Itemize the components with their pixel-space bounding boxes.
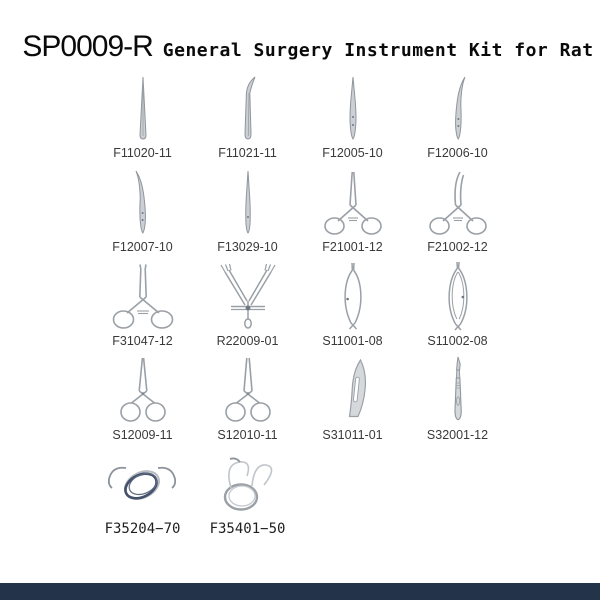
dissecting-forceps-straight-icon	[305, 71, 401, 143]
spring-scissors-curved-icon	[410, 259, 506, 331]
item-code-label: F31047-12	[112, 334, 173, 348]
scalpel-blade-icon	[305, 353, 401, 425]
catalog-item: F35204−70	[90, 444, 195, 538]
fine-forceps-curved-icon	[200, 71, 296, 143]
item-code-label: R22009-01	[216, 334, 279, 348]
page-header: SP0009-R General Surgery Instrument Kit …	[0, 30, 600, 64]
catalog-item: F12005-10	[300, 68, 405, 162]
hemostat-curved-icon	[410, 165, 506, 237]
item-code-label: F35401−50	[209, 521, 286, 537]
item-code-label: F12007-10	[112, 240, 173, 254]
catalog-item: F21001-12	[300, 162, 405, 256]
catalog-item: R22009-01	[195, 256, 300, 350]
needle-holder-icon	[95, 259, 191, 331]
dissecting-forceps-curved-icon	[410, 71, 506, 143]
catalog-item: S12009-11	[90, 350, 195, 444]
retractor-icon	[200, 259, 296, 331]
item-code-label: F11020-11	[113, 146, 172, 160]
catalog-item: F11021-11	[195, 68, 300, 162]
catalog-item: F31047-12	[90, 256, 195, 350]
forceps-straight-slim-icon	[200, 165, 296, 237]
item-code-label: F35204−70	[104, 521, 181, 537]
operating-scissors-straight-icon	[95, 353, 191, 425]
operating-scissors-sharp-icon	[200, 353, 296, 425]
item-code-label: S12009-11	[112, 428, 173, 442]
spring-scissors-straight-icon	[305, 259, 401, 331]
item-code-label: F21002-12	[427, 240, 488, 254]
fine-forceps-straight-icon	[95, 71, 191, 143]
catalog-item: F11020-11	[90, 68, 195, 162]
item-code-label: F12005-10	[322, 146, 383, 160]
kit-code: SP0009-R	[22, 30, 153, 63]
catalog-item: F21002-12	[405, 162, 510, 256]
scalpel-handle-icon	[410, 353, 506, 425]
suture-single-needle-icon	[200, 447, 296, 519]
catalog-item: F13029-10	[195, 162, 300, 256]
hemostat-straight-icon	[305, 165, 401, 237]
item-code-label: S32001-12	[426, 428, 489, 442]
item-code-label: F13029-10	[217, 240, 278, 254]
catalog-item: F35401−50	[195, 444, 300, 538]
suture-double-needle-icon	[95, 447, 191, 519]
forceps-curved-tip-icon	[95, 165, 191, 237]
page-title: SP0009-R General Surgery Instrument Kit …	[22, 30, 593, 64]
catalog-item: F12006-10	[405, 68, 510, 162]
item-code-label: S31011-01	[322, 428, 383, 442]
catalog-item: S12010-11	[195, 350, 300, 444]
catalog-item: S31011-01	[300, 350, 405, 444]
catalog-item: S11001-08	[300, 256, 405, 350]
catalog-item: F12007-10	[90, 162, 195, 256]
catalog-item: S32001-12	[405, 350, 510, 444]
kit-name: General Surgery Instrument Kit for Rat	[162, 40, 594, 61]
item-code-label: S12010-11	[217, 428, 278, 442]
item-code-label: F12006-10	[427, 146, 488, 160]
item-code-label: F11021-11	[218, 146, 277, 160]
item-code-label: F21001-12	[322, 240, 383, 254]
footer-bar	[0, 583, 600, 600]
catalog-item: S11002-08	[405, 256, 510, 350]
item-code-label: S11001-08	[322, 334, 383, 348]
item-code-label: S11002-08	[427, 334, 488, 348]
